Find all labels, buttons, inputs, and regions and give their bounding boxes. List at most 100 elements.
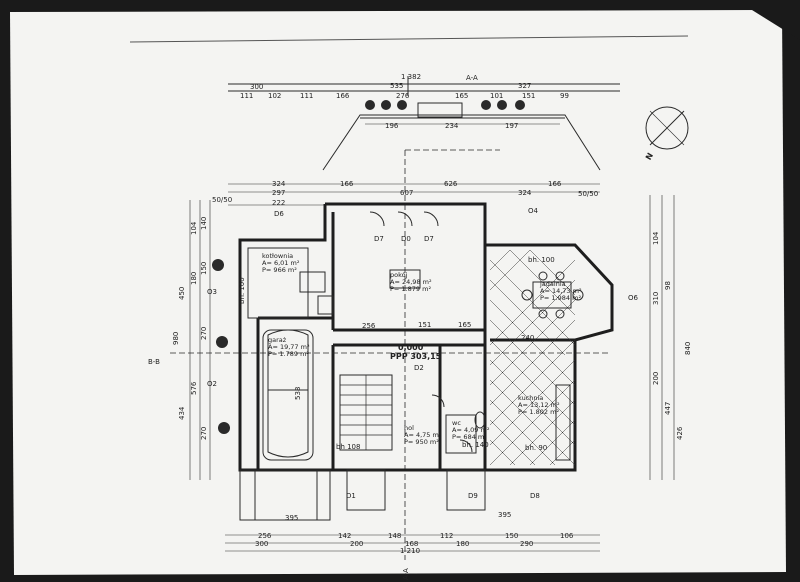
dim-top-111b: 111 [300,92,313,100]
dim-bottom-106: 106 [560,532,574,540]
utility-floor: P= 966 m² [262,266,297,274]
dim-right-447: 447 [664,402,672,415]
door-label-d1: D1 [346,492,356,500]
dim-porch-196: 196 [385,122,399,130]
dim-right-426: 426 [676,426,684,440]
dim-top-99: 99 [560,92,569,100]
section-a-bottom: A-A [402,568,410,580]
garage-label: garaż [268,336,287,344]
dim-left-140: 140 [200,217,208,230]
door-label-d0: D0 [401,235,411,243]
dim-top-165: 165 [455,92,468,100]
misc-bh100b: bh. 100 [528,256,555,264]
dining-room-floor: P= 1.984 m² [540,294,581,302]
dim-bottom-168: 168 [405,540,418,548]
door-label-d6: D6 [274,210,284,218]
garage-area: A= 19,77 m² [268,343,310,351]
wc-area: A= 4,09 m² [452,426,490,434]
dim-bottom-300: 300 [255,540,268,548]
dim-top-276: 276 [396,92,410,100]
dim-bottom-290: 290 [520,540,533,548]
misc-538: 538 [294,387,302,400]
hall-area: A= 4,75 m² [404,431,442,439]
misc-bh100a: bh. 100 [238,277,246,304]
misc-bh90: bh. 90 [525,444,547,452]
dim-upper-626: 626 [444,180,458,188]
dim-bottom-142: 142 [338,532,351,540]
wc-floor: P= 684 m² [452,433,487,441]
level-label: 0,000 [398,343,424,352]
dim-upper-297: 297 [272,189,285,197]
dim-top-327: 327 [518,82,531,90]
dim-right-840: 840 [684,342,692,355]
misc-bh140: bh. 140 [462,441,489,449]
dim-upper-324b: 324 [518,189,532,197]
dim-bottom-200: 200 [350,540,363,548]
dining-room-area: A= 14,73 m² [540,287,582,295]
dim-bottom-112: 112 [440,532,453,540]
hall-label: hol [404,424,414,432]
dim-left-270b: 270 [200,427,208,440]
dim-porch-234: 234 [445,122,459,130]
dim-upper-607: 607 [400,189,413,197]
dim-upper-166: 166 [340,180,354,188]
dim-porch-197: 197 [505,122,518,130]
dim-left-270: 270 [200,327,208,340]
door-label-d9: D9 [468,492,478,500]
section-b-left: B-B [148,358,160,366]
dim-bottom-256: 256 [258,532,272,540]
dining-hatch [489,249,576,466]
dim-top-535: 535 [390,82,403,90]
dim-top-151: 151 [522,92,535,100]
dim-right-104: 104 [652,231,660,245]
window-label-o3: O3 [207,288,217,296]
window-label-o6: O6 [628,294,639,302]
door-label-d2: D2 [414,364,424,372]
paper-sheet [10,10,786,575]
section-a-top: A-A [466,74,478,82]
shrub-icons [212,100,525,434]
misc-151: 151 [418,321,431,329]
kitchen-floor: P= 1.802 m² [518,408,559,416]
dim-left-980: 980 [172,332,180,345]
misc-165: 165 [458,321,471,329]
dim-left-104: 104 [190,221,198,235]
dim-left-434: 434 [178,406,186,420]
dim-top-111a: 111 [240,92,253,100]
misc-240: 240 [521,334,534,342]
living-room-area: A= 24,98 m² [390,278,432,286]
dim-bottom-148: 148 [388,532,401,540]
dim-right-310: 310 [652,292,660,305]
door-label-d7a: D7 [374,235,384,243]
dim-top-102: 102 [268,92,281,100]
dim-bottom-180: 180 [456,540,469,548]
dim-5050-right: 50/50 [578,190,598,198]
dim-upper-324: 324 [272,180,286,188]
dim-garage-bottom: 395 [285,514,298,522]
dim-right-bottom: 395 [498,511,511,519]
kitchen-label: kuchnia [518,394,543,402]
compass-north-label: N [644,151,655,161]
dim-left-180: 180 [190,272,198,285]
dim-upper-166b: 166 [548,180,562,188]
dim-222: 222 [272,199,285,207]
utility-label: kotłownia [262,252,293,260]
dim-bottom-150: 150 [505,532,518,540]
dim-left-450: 450 [178,287,186,300]
overall-width-bottom: 1 210 [400,547,420,555]
garage-floor: P= 1.789 m² [268,350,309,358]
door-label-d8: D8 [530,492,540,500]
door-label-d7b: D7 [424,235,434,243]
kitchen-area: A= 13,12 m² [518,401,560,409]
utility-area: A= 6,01 m² [262,259,300,267]
dim-top-300: 300 [250,83,263,91]
window-label-o4: O4 [528,207,539,215]
dim-top-166: 166 [336,92,350,100]
dim-right-200: 200 [652,372,660,385]
misc-256: 256 [362,322,376,330]
window-label-o2: O2 [207,380,217,388]
wc-label: wc [452,419,461,427]
overall-width-top: 1 382 [401,73,421,81]
